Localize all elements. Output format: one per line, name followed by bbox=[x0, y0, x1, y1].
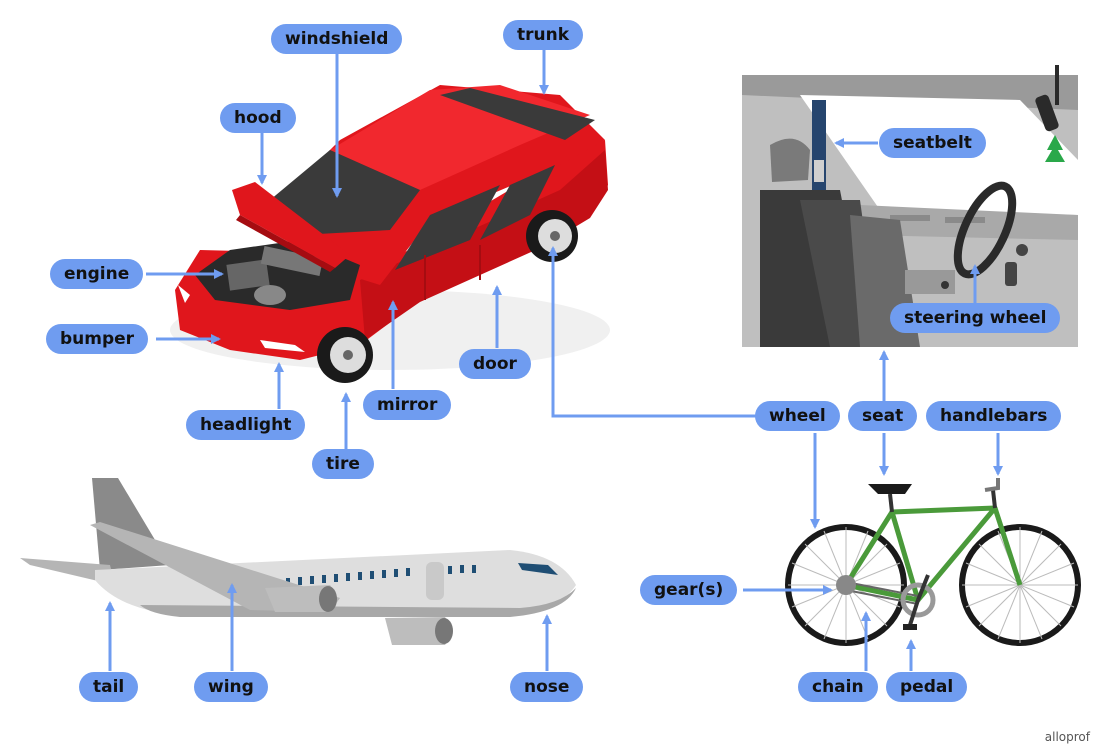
label-pedal: pedal bbox=[886, 672, 968, 702]
credit-logo: alloprof bbox=[1044, 730, 1090, 744]
label-bumper: bumper bbox=[46, 324, 149, 354]
label-tire: tire bbox=[312, 449, 374, 479]
car-illustration bbox=[170, 85, 610, 383]
label-hood: hood bbox=[220, 103, 296, 133]
label-trunk: trunk bbox=[503, 20, 584, 50]
label-steering-wheel: steering wheel bbox=[890, 303, 1061, 333]
label-windshield: windshield bbox=[271, 24, 403, 54]
label-handlebars: handlebars bbox=[926, 401, 1062, 431]
label-headlight: headlight bbox=[186, 410, 306, 440]
label-seatbelt: seatbelt bbox=[879, 128, 986, 158]
bicycle-illustration bbox=[785, 478, 1081, 646]
label-mirror: mirror bbox=[363, 390, 452, 420]
pointer-arrows bbox=[105, 50, 1003, 671]
label-wheel: wheel bbox=[755, 401, 840, 431]
label-wing: wing bbox=[194, 672, 268, 702]
airplane-illustration bbox=[20, 478, 576, 645]
label-nose: nose bbox=[510, 672, 584, 702]
label-chain: chain bbox=[798, 672, 878, 702]
label-seat: seat bbox=[848, 401, 918, 431]
label-engine: engine bbox=[50, 259, 144, 289]
label-gears: gear(s) bbox=[640, 575, 738, 605]
label-door: door bbox=[459, 349, 531, 379]
label-tail: tail bbox=[79, 672, 139, 702]
